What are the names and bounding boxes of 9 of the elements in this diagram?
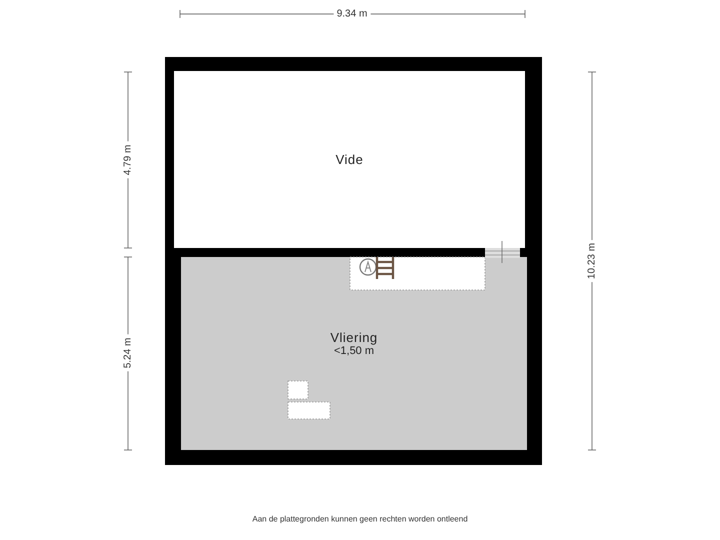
dimension-label: 9.34 m: [334, 8, 370, 20]
room-area: [174, 71, 525, 248]
dimension-label: 10.23 m: [586, 240, 598, 282]
room-name: Vide: [336, 152, 364, 167]
dimension-label: 5.24 m: [122, 334, 134, 372]
room-height-note: <1,50 m: [334, 345, 374, 357]
room-name: Vliering: [330, 330, 378, 345]
room-area: [181, 257, 527, 450]
dimension-label: 4.79 m: [122, 142, 134, 178]
